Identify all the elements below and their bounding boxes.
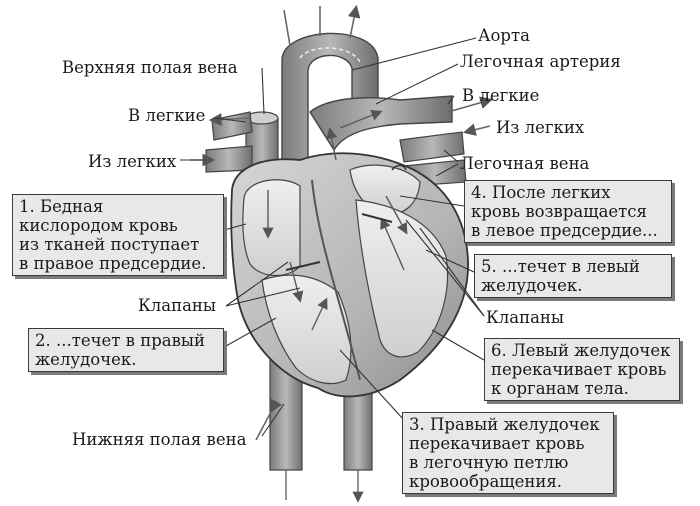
leader-lines — [180, 37, 485, 437]
right-atrium-shape — [242, 179, 301, 277]
chambers — [242, 164, 449, 385]
right-pulmonary-vein-shape — [399, 131, 465, 163]
step-6-line: 6. Левый желудочек — [491, 341, 671, 360]
vessels — [205, 6, 467, 500]
step-4-line: кровь возвращается — [471, 202, 647, 221]
step-1-line: в правое предсердие. — [19, 254, 207, 273]
step-3-line: 3. Правый желудочек — [409, 415, 600, 434]
aorta-label: Аорта — [478, 26, 530, 45]
to-lungs-right-label: В легкие — [462, 86, 540, 105]
step-2-line: желудочек. — [35, 350, 137, 369]
step-2-box: 2. ...течет в правый желудочек. — [28, 328, 224, 372]
flow-arrows — [262, 109, 408, 331]
valves-right-label: Клапаны — [486, 308, 565, 327]
step-2-line: 2. ...течет в правый — [35, 331, 206, 350]
step-4-line: 4. После легких — [471, 183, 611, 202]
pulmonary-artery-label: Легочная артерия — [460, 52, 621, 71]
step-4-line: в левое предсердие... — [471, 221, 658, 240]
superior-vena-cava-label: Верхняя полая вена — [62, 58, 238, 77]
step-1-line: из тканей поступает — [19, 235, 200, 254]
step-5-line: 5. ...течет в левый — [481, 257, 640, 276]
step-1-box: 1. Бедная кислородом кровь из тканей пос… — [12, 194, 224, 276]
step-3-line: кровообращения. — [409, 472, 563, 491]
step-6-line: к органам тела. — [491, 379, 629, 398]
step-6-line: перекачивает кровь — [491, 360, 667, 379]
step-3-line: перекачивает кровь — [409, 434, 585, 453]
step-4-box: 4. После легких кровь возвращается в лев… — [464, 180, 672, 243]
step-6-box: 6. Левый желудочек перекачивает кровь к … — [484, 338, 680, 401]
step-1-line: кислородом кровь — [19, 216, 178, 235]
from-lungs-left-label: Из легких — [88, 152, 177, 171]
pulmonary-vein-label: Легочная вена — [460, 154, 590, 173]
step-5-line: желудочек. — [481, 276, 583, 295]
pulmonary-artery-shape — [309, 95, 453, 152]
step-3-line: в легочную петлю — [409, 453, 569, 472]
to-lungs-left-label: В легкие — [128, 106, 206, 125]
step-3-box: 3. Правый желудочек перекачивает кровь в… — [402, 412, 614, 494]
from-lungs-right-label: Из легких — [496, 118, 585, 137]
left-ventricle-shape — [355, 199, 449, 358]
step-5-box: 5. ...течет в левый желудочек. — [474, 254, 672, 298]
inferior-vena-cava-label: Нижняя полая вена — [72, 430, 247, 449]
step-1-line: 1. Бедная — [19, 197, 104, 216]
valves-left-label: Клапаны — [138, 296, 217, 315]
right-ventricle-shape — [261, 274, 352, 385]
left-pulmonary-vein-shape — [205, 145, 253, 173]
